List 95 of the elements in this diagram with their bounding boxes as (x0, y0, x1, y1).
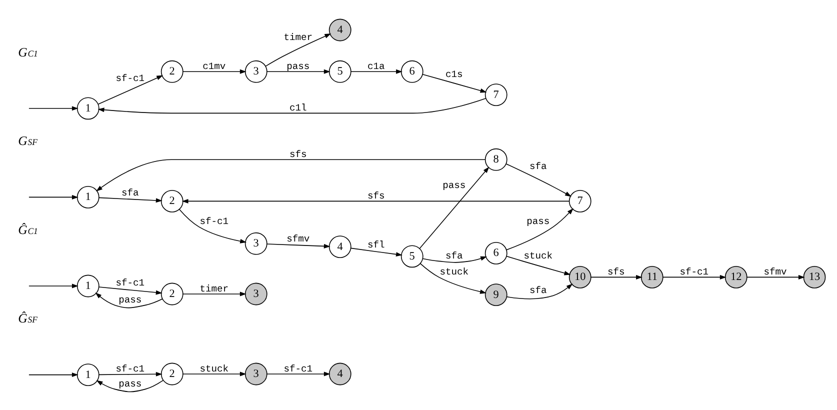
node-circle: 4 (328, 235, 352, 258)
arrow (98, 286, 162, 294)
arrow (182, 371, 246, 376)
edge-label: c1a (367, 60, 385, 72)
arrow (182, 68, 246, 74)
node-circle: 8 (484, 148, 508, 170)
arrow (506, 283, 573, 299)
edge-label: sf-c1 (284, 362, 312, 374)
node-circle: 11 (640, 266, 664, 288)
node-circle: 3 (244, 232, 268, 254)
edge-label: c1l (289, 102, 307, 113)
arrow (506, 208, 574, 250)
node-circle: 2 (160, 282, 184, 305)
arrow (422, 256, 487, 262)
label: GC1 (18, 44, 38, 59)
node-circle: 6 (484, 242, 508, 264)
arrow (98, 97, 486, 114)
edge-label: pass (286, 60, 310, 72)
node-circle: 2 (160, 190, 184, 212)
edge-label: pass (526, 216, 550, 227)
node-circle: 1 (76, 186, 100, 208)
arrow (420, 262, 486, 294)
arrow (96, 379, 164, 392)
edge-label: timer (284, 32, 312, 43)
node-circle: 1 (76, 274, 100, 297)
arrow (98, 74, 164, 104)
edge-label: pass (442, 180, 466, 191)
node-circle: 3 (244, 60, 268, 82)
node-circle: 1 (76, 363, 100, 386)
edge-label: stuck (440, 266, 468, 277)
node-circle: 2 (160, 60, 184, 82)
label: GSF (18, 134, 38, 148)
edge-label: sf-c1 (116, 362, 144, 374)
arrow (28, 194, 78, 199)
arrow (96, 158, 486, 191)
node-circle: 7 (568, 190, 592, 212)
arrow (265, 33, 332, 66)
node-circle: 5 (328, 60, 352, 82)
label: ĜC1 (18, 222, 38, 236)
node-circle: 4 (328, 18, 352, 41)
edge-label: stuck (524, 250, 552, 261)
arrow (28, 372, 78, 377)
edge-label: timer (200, 282, 228, 294)
edge-label: sfa (529, 160, 547, 172)
node-circle: 6 (400, 60, 424, 82)
edge-label: sfs (289, 148, 307, 160)
edge-label: sfs (367, 190, 385, 201)
edge-label: sfmv (286, 233, 310, 244)
edge-label: sfa (445, 250, 463, 261)
edge-label: c1s (445, 68, 463, 80)
arrow (662, 274, 726, 279)
edge-label: sfs (607, 266, 625, 277)
arrow (506, 255, 571, 275)
node-circle: 3 (244, 282, 268, 305)
node-circle: 3 (244, 362, 268, 385)
arrow (182, 291, 246, 296)
node-circle: 1 (76, 96, 100, 120)
edge-label: sfmv (764, 266, 787, 277)
arrow (28, 106, 78, 110)
edge-label: pass (118, 378, 142, 389)
node-circle: 10 (568, 266, 592, 288)
arrow (266, 68, 330, 74)
edge-label: sf-c1 (200, 216, 228, 227)
node-circle: 9 (484, 283, 508, 306)
arrow (350, 68, 402, 74)
label: ĜSF (18, 311, 38, 326)
arrow (98, 196, 162, 202)
node-circle: 5 (400, 244, 424, 268)
arrow (28, 283, 78, 288)
arrow (266, 371, 330, 376)
arrow (746, 274, 805, 279)
arrow (266, 243, 330, 248)
edge-label: pass (118, 294, 142, 305)
arrow (95, 292, 163, 308)
edge-label: sfl (367, 238, 385, 250)
node-circle: 7 (484, 83, 508, 106)
arrow (178, 208, 247, 243)
arrow (182, 198, 570, 203)
arrow (419, 166, 490, 248)
arrow (506, 162, 572, 196)
arrow (590, 274, 642, 279)
node-circle: 4 (328, 362, 352, 385)
edge-label: sf-c1 (116, 72, 144, 84)
edge-label: sfa (121, 186, 139, 198)
edge-label: sf-c1 (116, 277, 144, 288)
node-circle: 13 (803, 266, 826, 288)
node-circle: 2 (160, 362, 184, 385)
edge-label: c1mv (202, 60, 226, 72)
node-circle: 12 (724, 266, 748, 288)
arrow (350, 247, 402, 256)
arrow (422, 73, 487, 92)
edge-label: sfa (529, 284, 547, 296)
edge-label: sf-c1 (680, 266, 708, 277)
arrow (98, 371, 162, 376)
edge-label: stuck (200, 362, 228, 374)
